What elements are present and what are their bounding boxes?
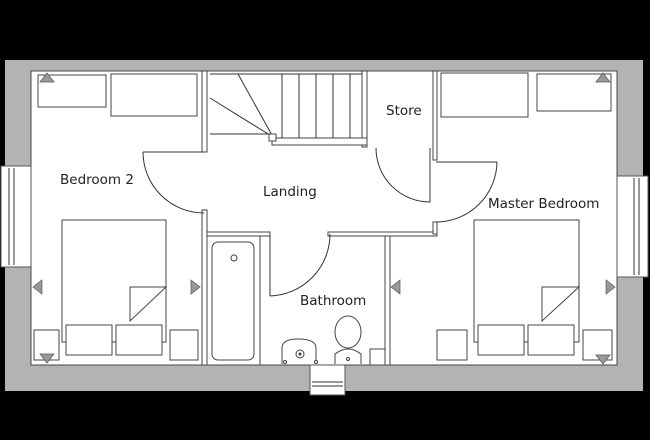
bedroom2-furniture [33, 73, 199, 361]
master-bedroom-furniture [436, 72, 613, 361]
window-bathroom [309, 364, 346, 396]
arrow-down-icon [39, 353, 55, 364]
pillow [477, 324, 525, 356]
room-label-bathroom: Bathroom [300, 293, 366, 309]
nightstand [169, 329, 199, 361]
door-store [375, 147, 431, 203]
bed [61, 219, 167, 343]
pillow [65, 324, 113, 356]
newel-post [268, 133, 277, 142]
room-label-landing: Landing [263, 184, 317, 200]
bed [473, 219, 580, 343]
arrow-up-icon [595, 72, 611, 83]
staircase [209, 73, 362, 142]
arrow-down-icon [595, 354, 611, 365]
room-label-bedroom2: Bedroom 2 [60, 172, 134, 188]
nightstand [436, 329, 468, 361]
door-bedroom2 [142, 151, 205, 214]
window-master-bedroom [616, 175, 649, 278]
room-label-store: Store [386, 103, 422, 119]
door-bathroom [269, 233, 331, 297]
wardrobe [110, 73, 198, 117]
arrow-left-icon [32, 279, 43, 295]
direction-arrows [32, 72, 616, 365]
door-master-bedroom [435, 161, 498, 223]
bathroom-fixtures [206, 235, 386, 366]
wardrobe [440, 72, 529, 118]
toilet [334, 315, 362, 349]
pillow [527, 324, 575, 356]
arrow-right-icon [190, 279, 201, 295]
arrow-left-icon [390, 279, 401, 295]
arrow-up-icon [39, 72, 55, 83]
pillow [115, 324, 163, 356]
arrow-right-icon [605, 279, 616, 295]
room-label-master-bedroom: Master Bedroom [488, 196, 599, 212]
internal-walls [201, 70, 438, 366]
window-bedroom2 [0, 165, 32, 268]
